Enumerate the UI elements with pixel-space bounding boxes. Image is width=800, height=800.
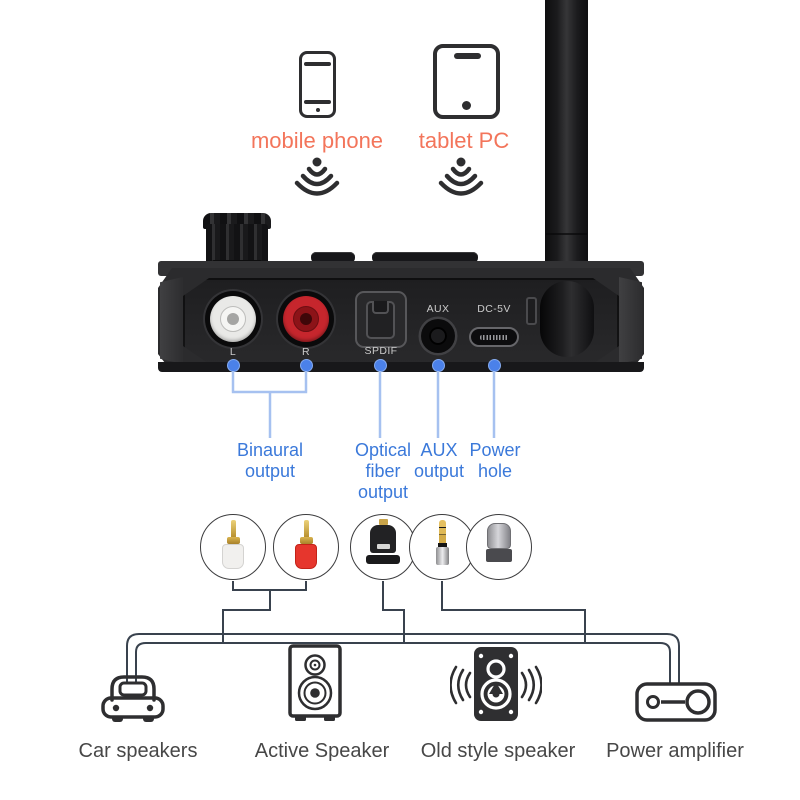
usb-c-port: [469, 327, 519, 347]
rca-port-right: [278, 291, 334, 347]
rca-pin: [230, 520, 236, 537]
antenna-clip: [526, 297, 537, 325]
rca-white-hole: [227, 313, 239, 325]
rca-red-hole: [300, 313, 312, 325]
tablet-pc-label: tablet PC: [418, 128, 510, 153]
annotation-optical-fiber-output: Optical fiber output: [354, 440, 412, 502]
smartphone-icon: [299, 51, 336, 118]
top-button: [311, 252, 355, 263]
callout-dot: [299, 359, 313, 372]
rca-red-body: [295, 544, 317, 569]
connector-lines: [126, 581, 680, 684]
usb-c-plug-icon: [466, 514, 532, 580]
port-label-spdif: SPDIF: [364, 345, 398, 357]
toslink-slot: [376, 544, 390, 549]
power-amplifier-label: Power amplifier: [606, 740, 744, 762]
old-style-speaker-icon: [450, 647, 542, 721]
aux-35mm-plug-icon: [409, 514, 475, 580]
device-right-facet: [619, 277, 642, 364]
phone-screen-edge: [304, 100, 331, 104]
tablet-icon: [433, 44, 500, 119]
rca-white-body: [222, 544, 244, 569]
toslink-body: [370, 525, 396, 553]
tablet-speaker-bar: [453, 53, 481, 59]
antenna-hinge: [540, 281, 594, 357]
callout-dot: [431, 359, 445, 372]
spdif-port-tab: [372, 301, 389, 314]
port-label-dc5v: DC-5V: [477, 303, 511, 315]
sound-waves-right: [520, 665, 542, 705]
phone-home-dot: [315, 108, 320, 112]
spdif-port: [355, 291, 407, 348]
rca-collar: [299, 537, 313, 544]
car-icon: [101, 675, 165, 722]
old-style-speaker-label: Old style speaker: [420, 740, 576, 762]
wireless-signal-icon: [438, 157, 484, 196]
antenna: [545, 0, 588, 272]
phone-earpiece: [304, 62, 331, 66]
jack-barrel: [435, 547, 449, 565]
rca-collar: [226, 537, 240, 544]
spdif-port-inner: [366, 301, 395, 339]
rca-pin: [303, 520, 309, 537]
usb-c-base: [486, 549, 512, 562]
toslink-flange: [366, 555, 400, 564]
sound-waves-left: [450, 665, 472, 705]
top-button: [372, 252, 478, 263]
aux-port: [421, 319, 455, 353]
jack-tip: [438, 520, 446, 543]
bus-outer-line: [126, 633, 680, 684]
port-label-r: R: [302, 346, 310, 358]
callout-dot: [373, 359, 387, 372]
callout-dot: [487, 359, 501, 372]
rca-plug-white-icon: [200, 514, 266, 580]
callout-dot: [226, 359, 240, 372]
mobile-phone-label: mobile phone: [250, 128, 384, 153]
volume-knob-body: [206, 224, 268, 264]
annotation-power-hole: Power hole: [469, 440, 521, 481]
rca-port-left: [205, 291, 261, 347]
antenna-seam: [546, 233, 587, 235]
annotation-aux-output: AUX output: [413, 440, 465, 481]
bus-inner-line: [135, 642, 671, 684]
usb-c-shell: [487, 523, 511, 549]
port-label-l: L: [229, 346, 237, 358]
device-left-facet: [160, 277, 183, 364]
usb-c-pins: [480, 335, 508, 340]
callout-lines: [231, 371, 496, 438]
bookshelf-speaker-icon: [288, 644, 342, 721]
jack-ring: [437, 543, 447, 547]
power-amplifier-icon: [635, 682, 717, 722]
tablet-camera-dot: [462, 101, 471, 110]
annotation-binaural-output: Binaural output: [236, 440, 304, 481]
toslink-tip: [378, 519, 388, 525]
optical-toslink-plug-icon: [350, 514, 416, 580]
aux-port-hole: [429, 327, 447, 345]
rca-red-inner: [293, 306, 319, 332]
device-bottom-edge: [158, 362, 644, 372]
active-speaker-label: Active Speaker: [254, 740, 390, 762]
wireless-signal-icon: [294, 157, 340, 196]
port-label-aux: AUX: [426, 303, 450, 315]
rca-plug-red-icon: [273, 514, 339, 580]
car-speakers-label: Car speakers: [78, 740, 198, 762]
